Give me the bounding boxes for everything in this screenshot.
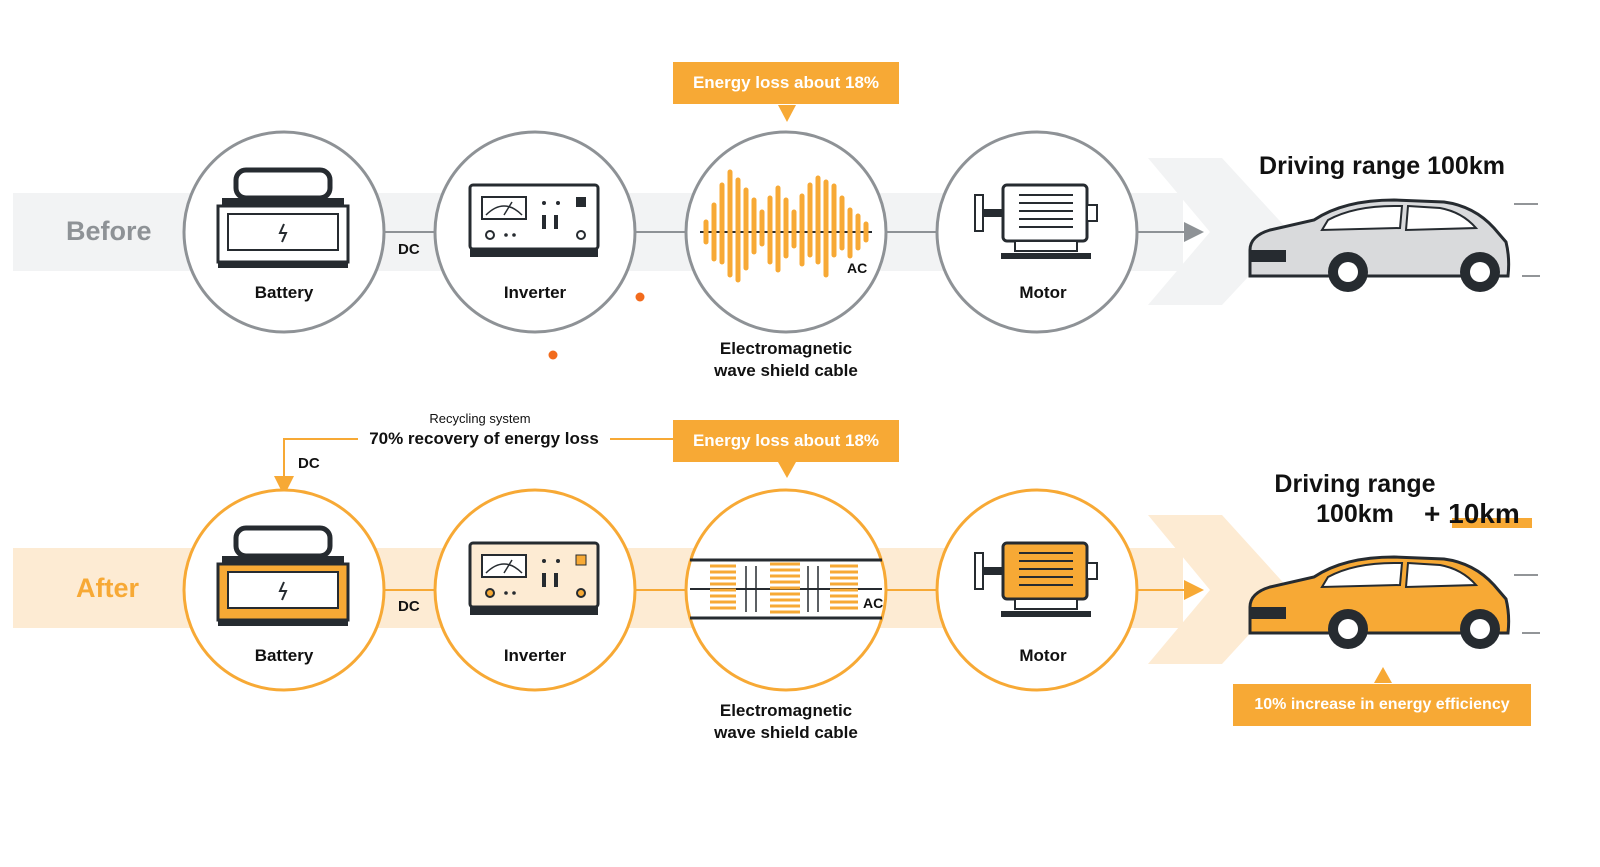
before-stage-label: Before	[66, 216, 152, 246]
before-cable-label: Electromagnetic wave shield cable	[676, 338, 896, 382]
battery-icon	[216, 525, 350, 626]
before-cable-label-line2: wave shield cable	[714, 361, 858, 380]
after-cable-label-line1: Electromagnetic	[719, 701, 853, 720]
after-ac-label: AC	[863, 595, 884, 611]
before-cable-label-line1: Electromagnetic	[719, 339, 853, 358]
bonus-highlight	[1452, 518, 1532, 528]
recycling-title: Recycling system	[429, 411, 531, 426]
before-callout-pointer	[778, 105, 796, 122]
battery-icon	[216, 167, 350, 268]
before-dc-label: DC	[398, 241, 420, 258]
after-motor-label: Motor	[1019, 646, 1067, 665]
before-battery-label: Battery	[254, 283, 314, 302]
after-dc-label: DC	[398, 598, 420, 615]
after-range-bonus: + 10km	[1424, 498, 1520, 529]
after-cable-label: Electromagnetic wave shield cable	[676, 700, 896, 744]
before-ac-label: AC	[847, 260, 868, 276]
after-loss-callout: Energy loss about 18%	[673, 420, 899, 462]
after-stage-label: After	[76, 573, 140, 603]
before-inverter-label: Inverter	[503, 283, 567, 302]
inverter-icon	[468, 183, 600, 257]
marker-dot	[548, 350, 558, 360]
after-battery-label: Battery	[254, 646, 314, 665]
car-icon	[1248, 198, 1540, 292]
efficiency-callout-pointer	[1374, 667, 1392, 683]
wave-icon	[700, 169, 872, 283]
motor-icon	[974, 541, 1098, 617]
before-range-text: Driving range 100km	[1259, 152, 1505, 180]
before-loss-callout: Energy loss about 18%	[673, 62, 899, 104]
car-icon	[1248, 555, 1540, 649]
shield-cable-icon	[690, 558, 882, 620]
after-inverter-label: Inverter	[503, 646, 567, 665]
after-callout-pointer	[778, 462, 796, 478]
efficiency-callout: 10% increase in energy efficiency	[1233, 684, 1531, 726]
recycling-line	[274, 438, 676, 496]
after-cable-label-line2: wave shield cable	[714, 723, 858, 742]
after-dc-feedback-label: DC	[298, 455, 320, 472]
marker-dot	[635, 292, 645, 302]
after-range-line1: Driving range	[1274, 470, 1436, 498]
after-range-line2: 100km	[1316, 500, 1394, 528]
recycling-text: 70% recovery of energy loss	[369, 429, 599, 448]
inverter-icon	[468, 541, 600, 615]
before-motor-label: Motor	[1019, 283, 1067, 302]
motor-icon	[974, 183, 1098, 259]
